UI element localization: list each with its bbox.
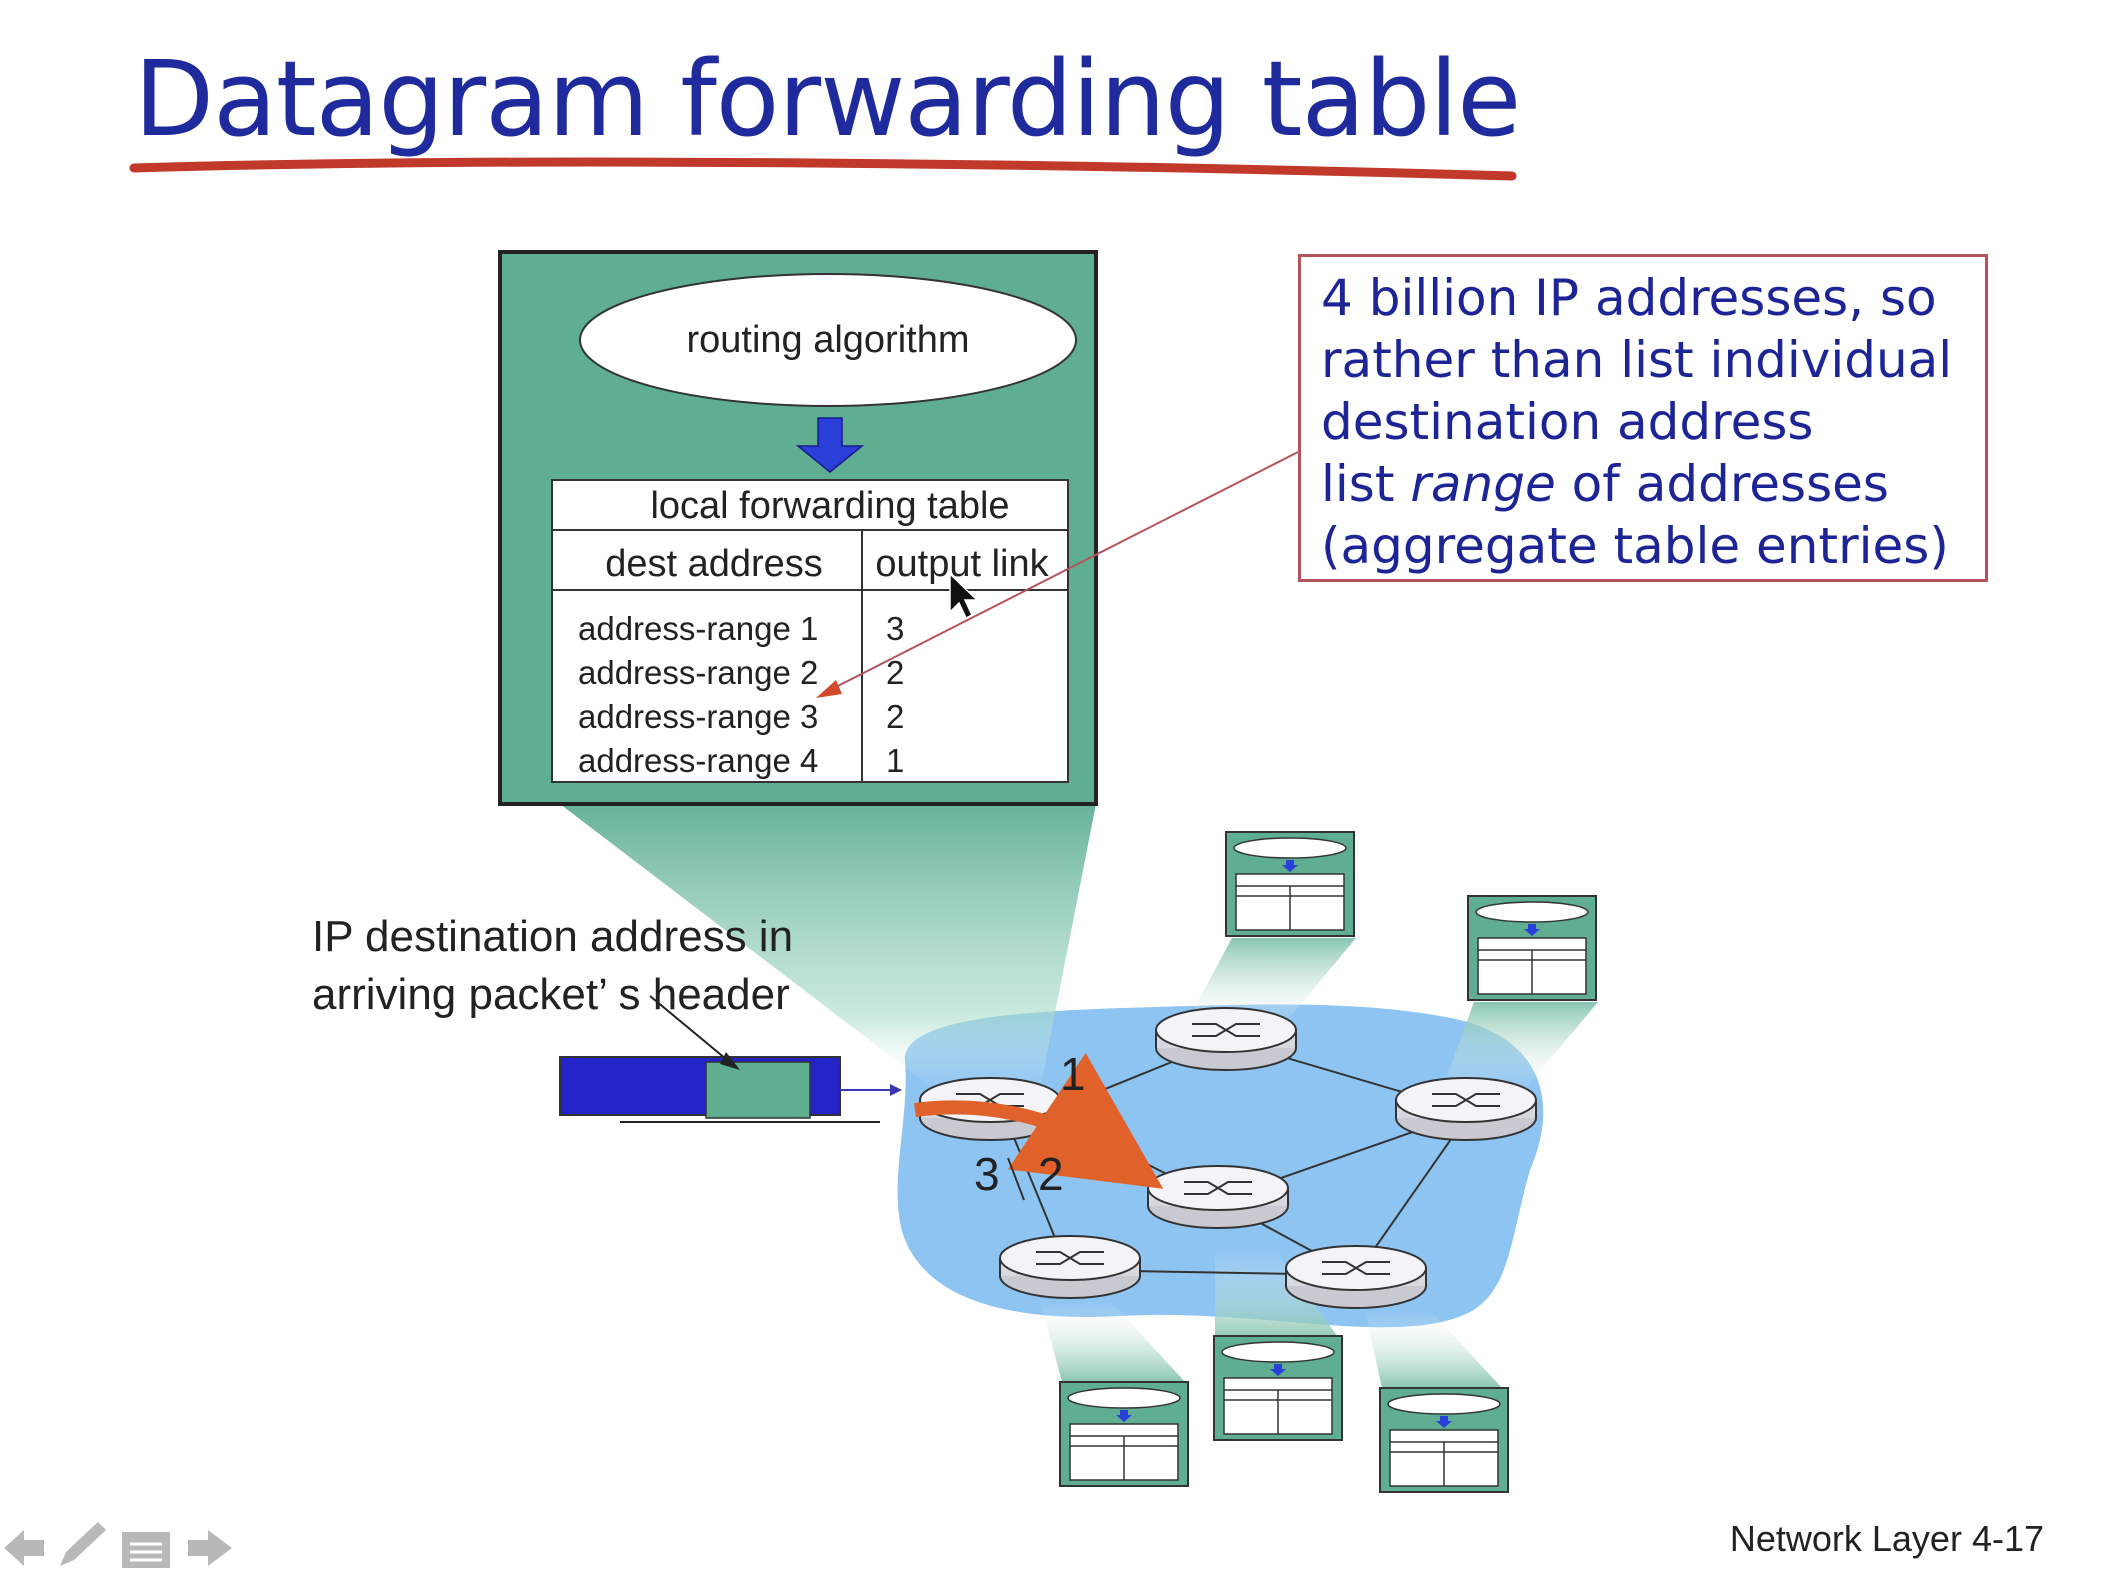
down-arrow-icon	[795, 417, 865, 473]
link-label-2: 2	[1038, 1148, 1064, 1200]
callout-line: destination address	[1321, 393, 1814, 451]
row-link: 2	[886, 698, 904, 735]
aggregation-callout: 4 billion IP addresses, so rather than l…	[1298, 254, 1988, 582]
mini-table-top	[1225, 831, 1355, 937]
row-link: 2	[886, 654, 904, 691]
mouse-cursor-icon	[949, 572, 979, 620]
menu-icon[interactable]	[122, 1532, 170, 1568]
next-arrow-icon[interactable]	[188, 1530, 232, 1566]
slide-title: Datagram forwarding table	[134, 38, 1521, 160]
routing-algorithm-label: routing algorithm	[686, 319, 969, 361]
row-dest: address-range 2	[578, 654, 818, 691]
packet-label: IP destination address in arriving packe…	[312, 912, 794, 1019]
row-dest: address-range 4	[578, 742, 818, 779]
forwarding-arrow	[914, 1052, 1164, 1189]
table-title: local forwarding table	[650, 485, 1009, 527]
title-underline	[129, 157, 1517, 181]
slide-footer: Network Layer 4-17	[1729, 1518, 2044, 1559]
mini-table-bottom-middle	[1213, 1335, 1343, 1441]
range-emphasis: range	[1410, 455, 1556, 513]
packet-header	[705, 1061, 811, 1119]
router-bottom-right	[1285, 1245, 1427, 1309]
pen-icon[interactable]	[60, 1522, 106, 1566]
router-bottom-left	[999, 1235, 1141, 1299]
mini-table-right	[1467, 895, 1597, 1001]
row-dest: address-range 3	[578, 698, 818, 735]
link-label-3: 3	[974, 1148, 1000, 1200]
callout-line: list range of addresses	[1321, 455, 1889, 513]
row-link: 3	[886, 610, 904, 647]
router-right	[1395, 1077, 1537, 1141]
callout-line: (aggregate table entries)	[1321, 517, 1949, 575]
col-link-header: output link	[875, 543, 1049, 585]
mini-table-bottom-left	[1059, 1381, 1189, 1487]
col-dest-header: dest address	[605, 543, 823, 585]
router-box: routing algorithm local forwarding table…	[498, 250, 1098, 806]
link-label-1: 1	[1060, 1048, 1086, 1100]
router-top	[1155, 1007, 1297, 1071]
callout-line: rather than list individual	[1321, 331, 1953, 389]
callout-line: 4 billion IP addresses, so	[1321, 269, 1937, 327]
callout-pointer	[825, 451, 1299, 693]
row-dest: address-range 1	[578, 610, 818, 647]
presenter-nav	[4, 1522, 232, 1568]
zoom-beam	[560, 804, 1096, 1090]
row-link: 1	[886, 742, 904, 779]
mini-table-bottom-right	[1379, 1387, 1509, 1493]
router-middle	[1147, 1165, 1289, 1229]
prev-arrow-icon[interactable]	[4, 1530, 44, 1566]
